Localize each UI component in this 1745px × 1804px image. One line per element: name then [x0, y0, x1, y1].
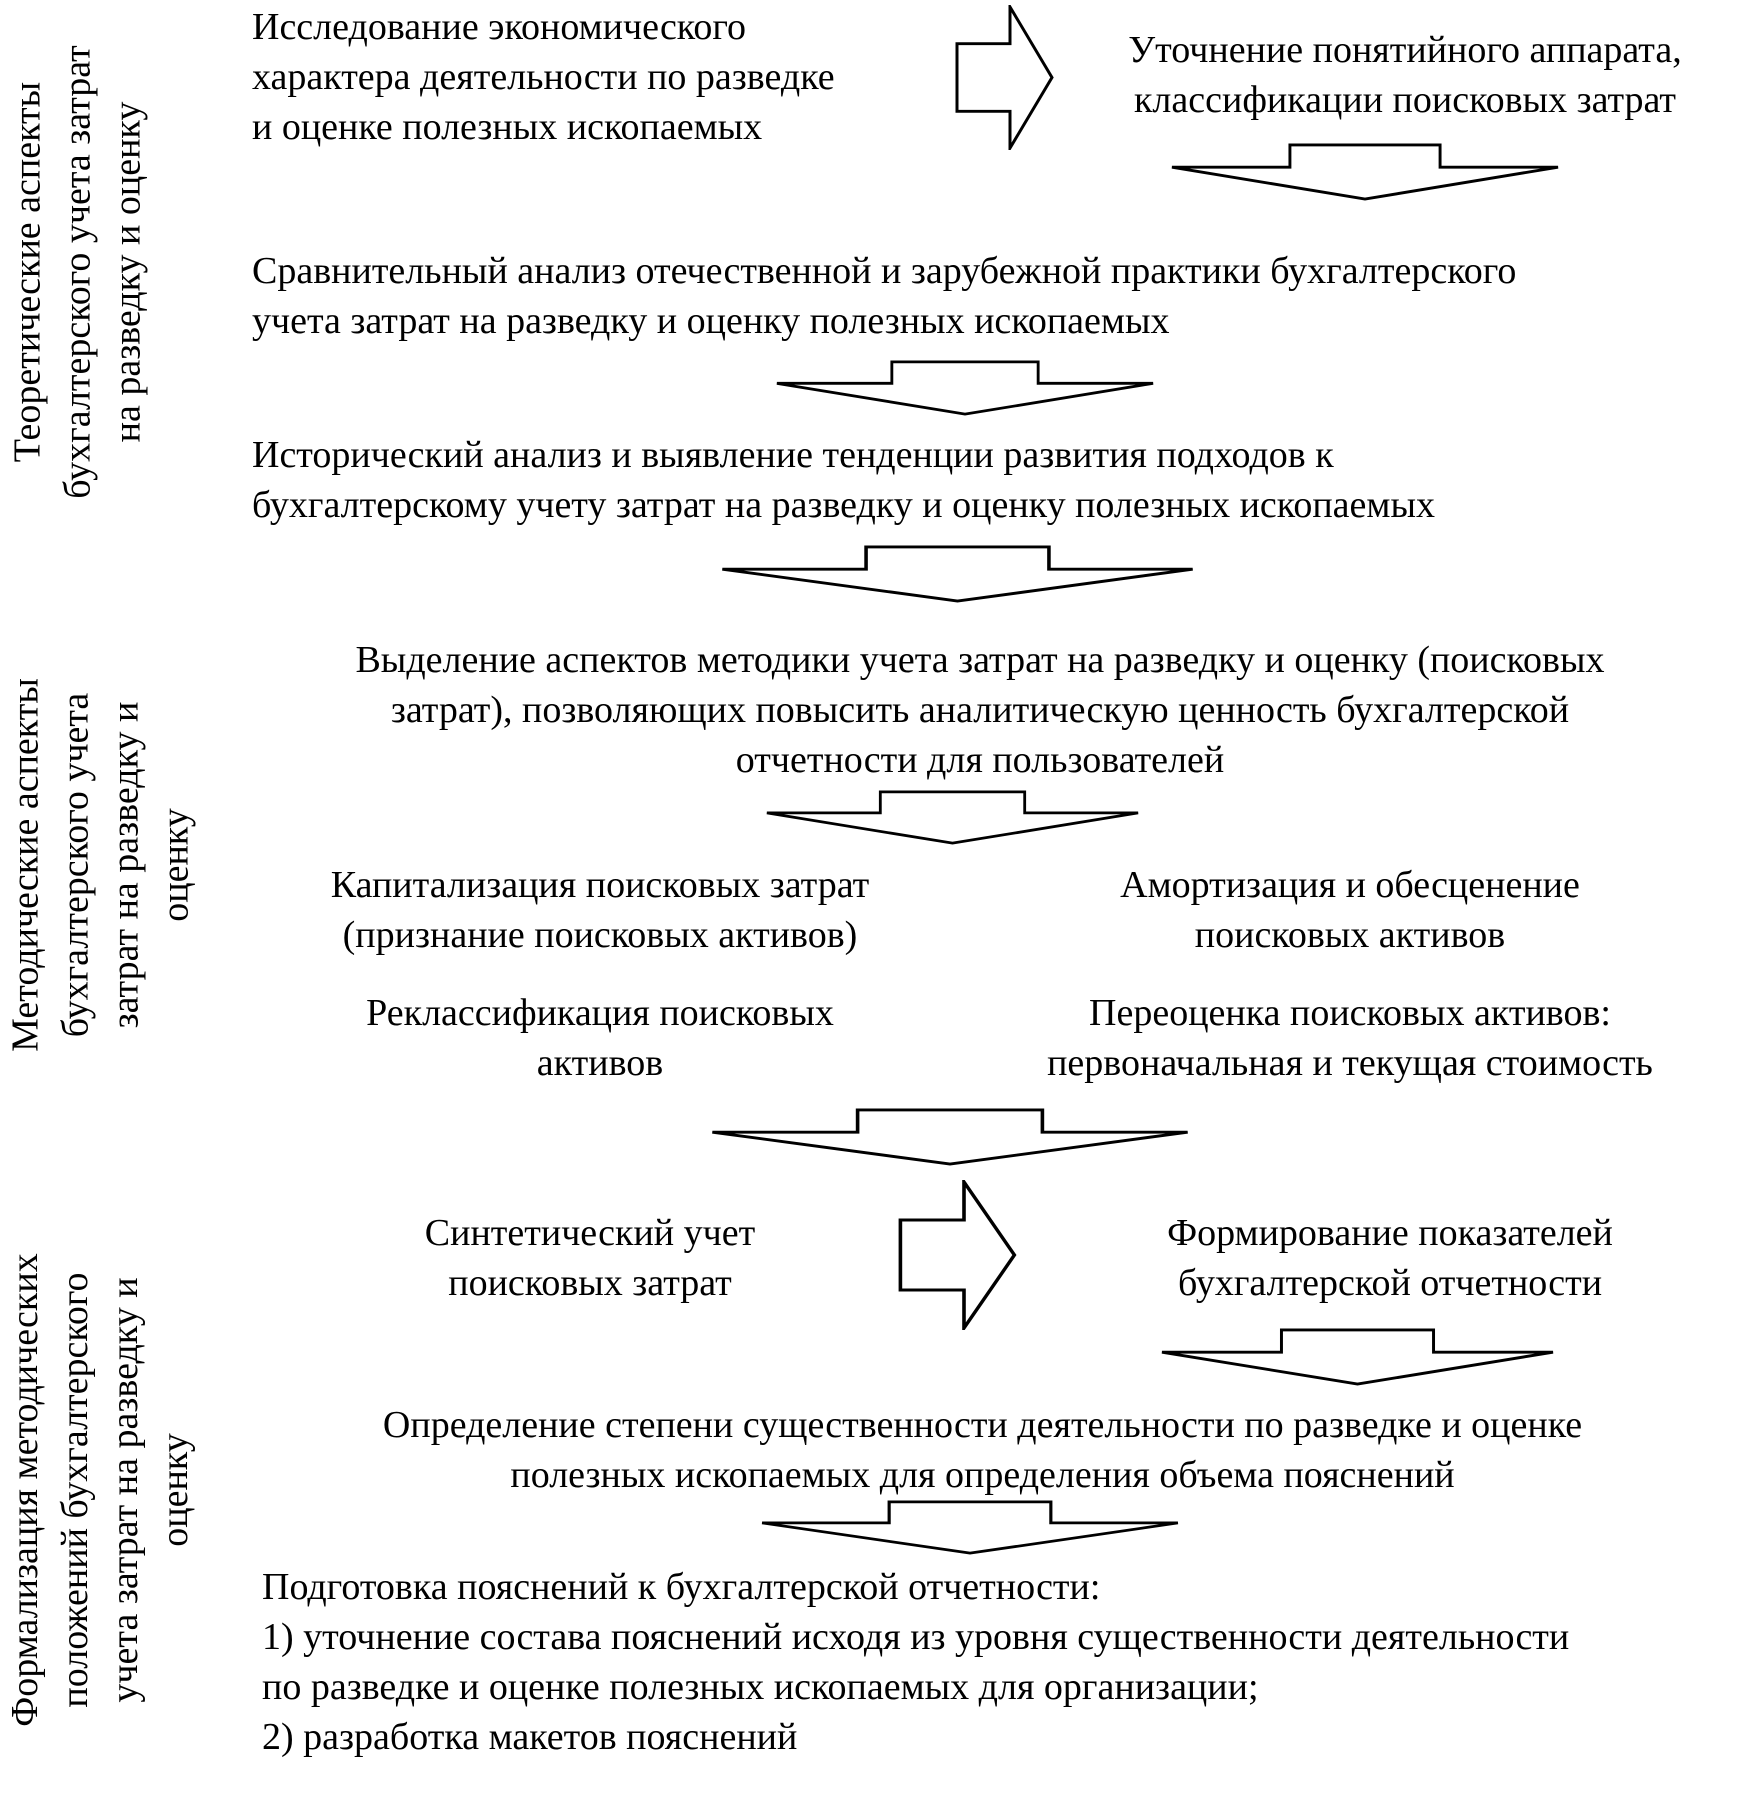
- block-amortization: Амортизация и обесценение поисковых акти…: [1120, 864, 1580, 957]
- block-synthetic-accounting: Синтетический учет поисковых затрат: [424, 1212, 756, 1305]
- down-arrow-icon: [722, 545, 1193, 603]
- down-arrow-icon: [776, 360, 1154, 416]
- section-label-formalization-text: Формализация методических положений бухг…: [3, 1253, 197, 1727]
- block-notes-preparation: Подготовка пояснений к бухгалтерской отч…: [262, 1566, 1570, 1759]
- down-arrow-icon: [766, 790, 1139, 845]
- down-arrow-icon: [761, 1500, 1179, 1555]
- section-label-formalization: Формализация методических положений бухг…: [0, 1180, 200, 1800]
- right-arrow-icon: [898, 1180, 1017, 1330]
- block-revaluation: Переоценка поисковых активов: первоначал…: [1047, 992, 1653, 1085]
- right-arrow-icon: [955, 5, 1054, 150]
- block-methodology-aspects: Выделение аспектов методики учета затрат…: [355, 639, 1605, 782]
- down-arrow-icon: [712, 1108, 1188, 1166]
- block-research: Исследование экономического характера де…: [252, 6, 835, 149]
- section-label-theoretical: Теоретические аспекты бухгалтерского уче…: [2, 0, 152, 545]
- down-arrow-icon: [1171, 143, 1559, 201]
- block-historical-analysis: Исторический анализ и выявление тенденци…: [252, 434, 1435, 527]
- section-label-methodical: Методические аспекты бухгалтерского учет…: [0, 628, 200, 1103]
- block-capitalization: Капитализация поисковых затрат (признани…: [330, 864, 870, 957]
- block-reporting-indicators: Формирование показателей бухгалтерской о…: [1167, 1212, 1613, 1305]
- section-label-methodical-text: Методические аспекты бухгалтерского учет…: [4, 678, 197, 1052]
- section-label-theoretical-text: Теоретические аспекты бухгалтерского уче…: [6, 45, 149, 499]
- block-materiality: Определение степени существенности деяте…: [382, 1404, 1583, 1497]
- block-clarification: Уточнение понятийного аппарата, классифи…: [1128, 29, 1682, 122]
- down-arrow-icon: [1161, 1328, 1554, 1386]
- block-reclassification: Реклассификация поисковых активов: [366, 992, 834, 1085]
- block-comparative-analysis: Сравнительный анализ отечественной и зар…: [252, 250, 1517, 343]
